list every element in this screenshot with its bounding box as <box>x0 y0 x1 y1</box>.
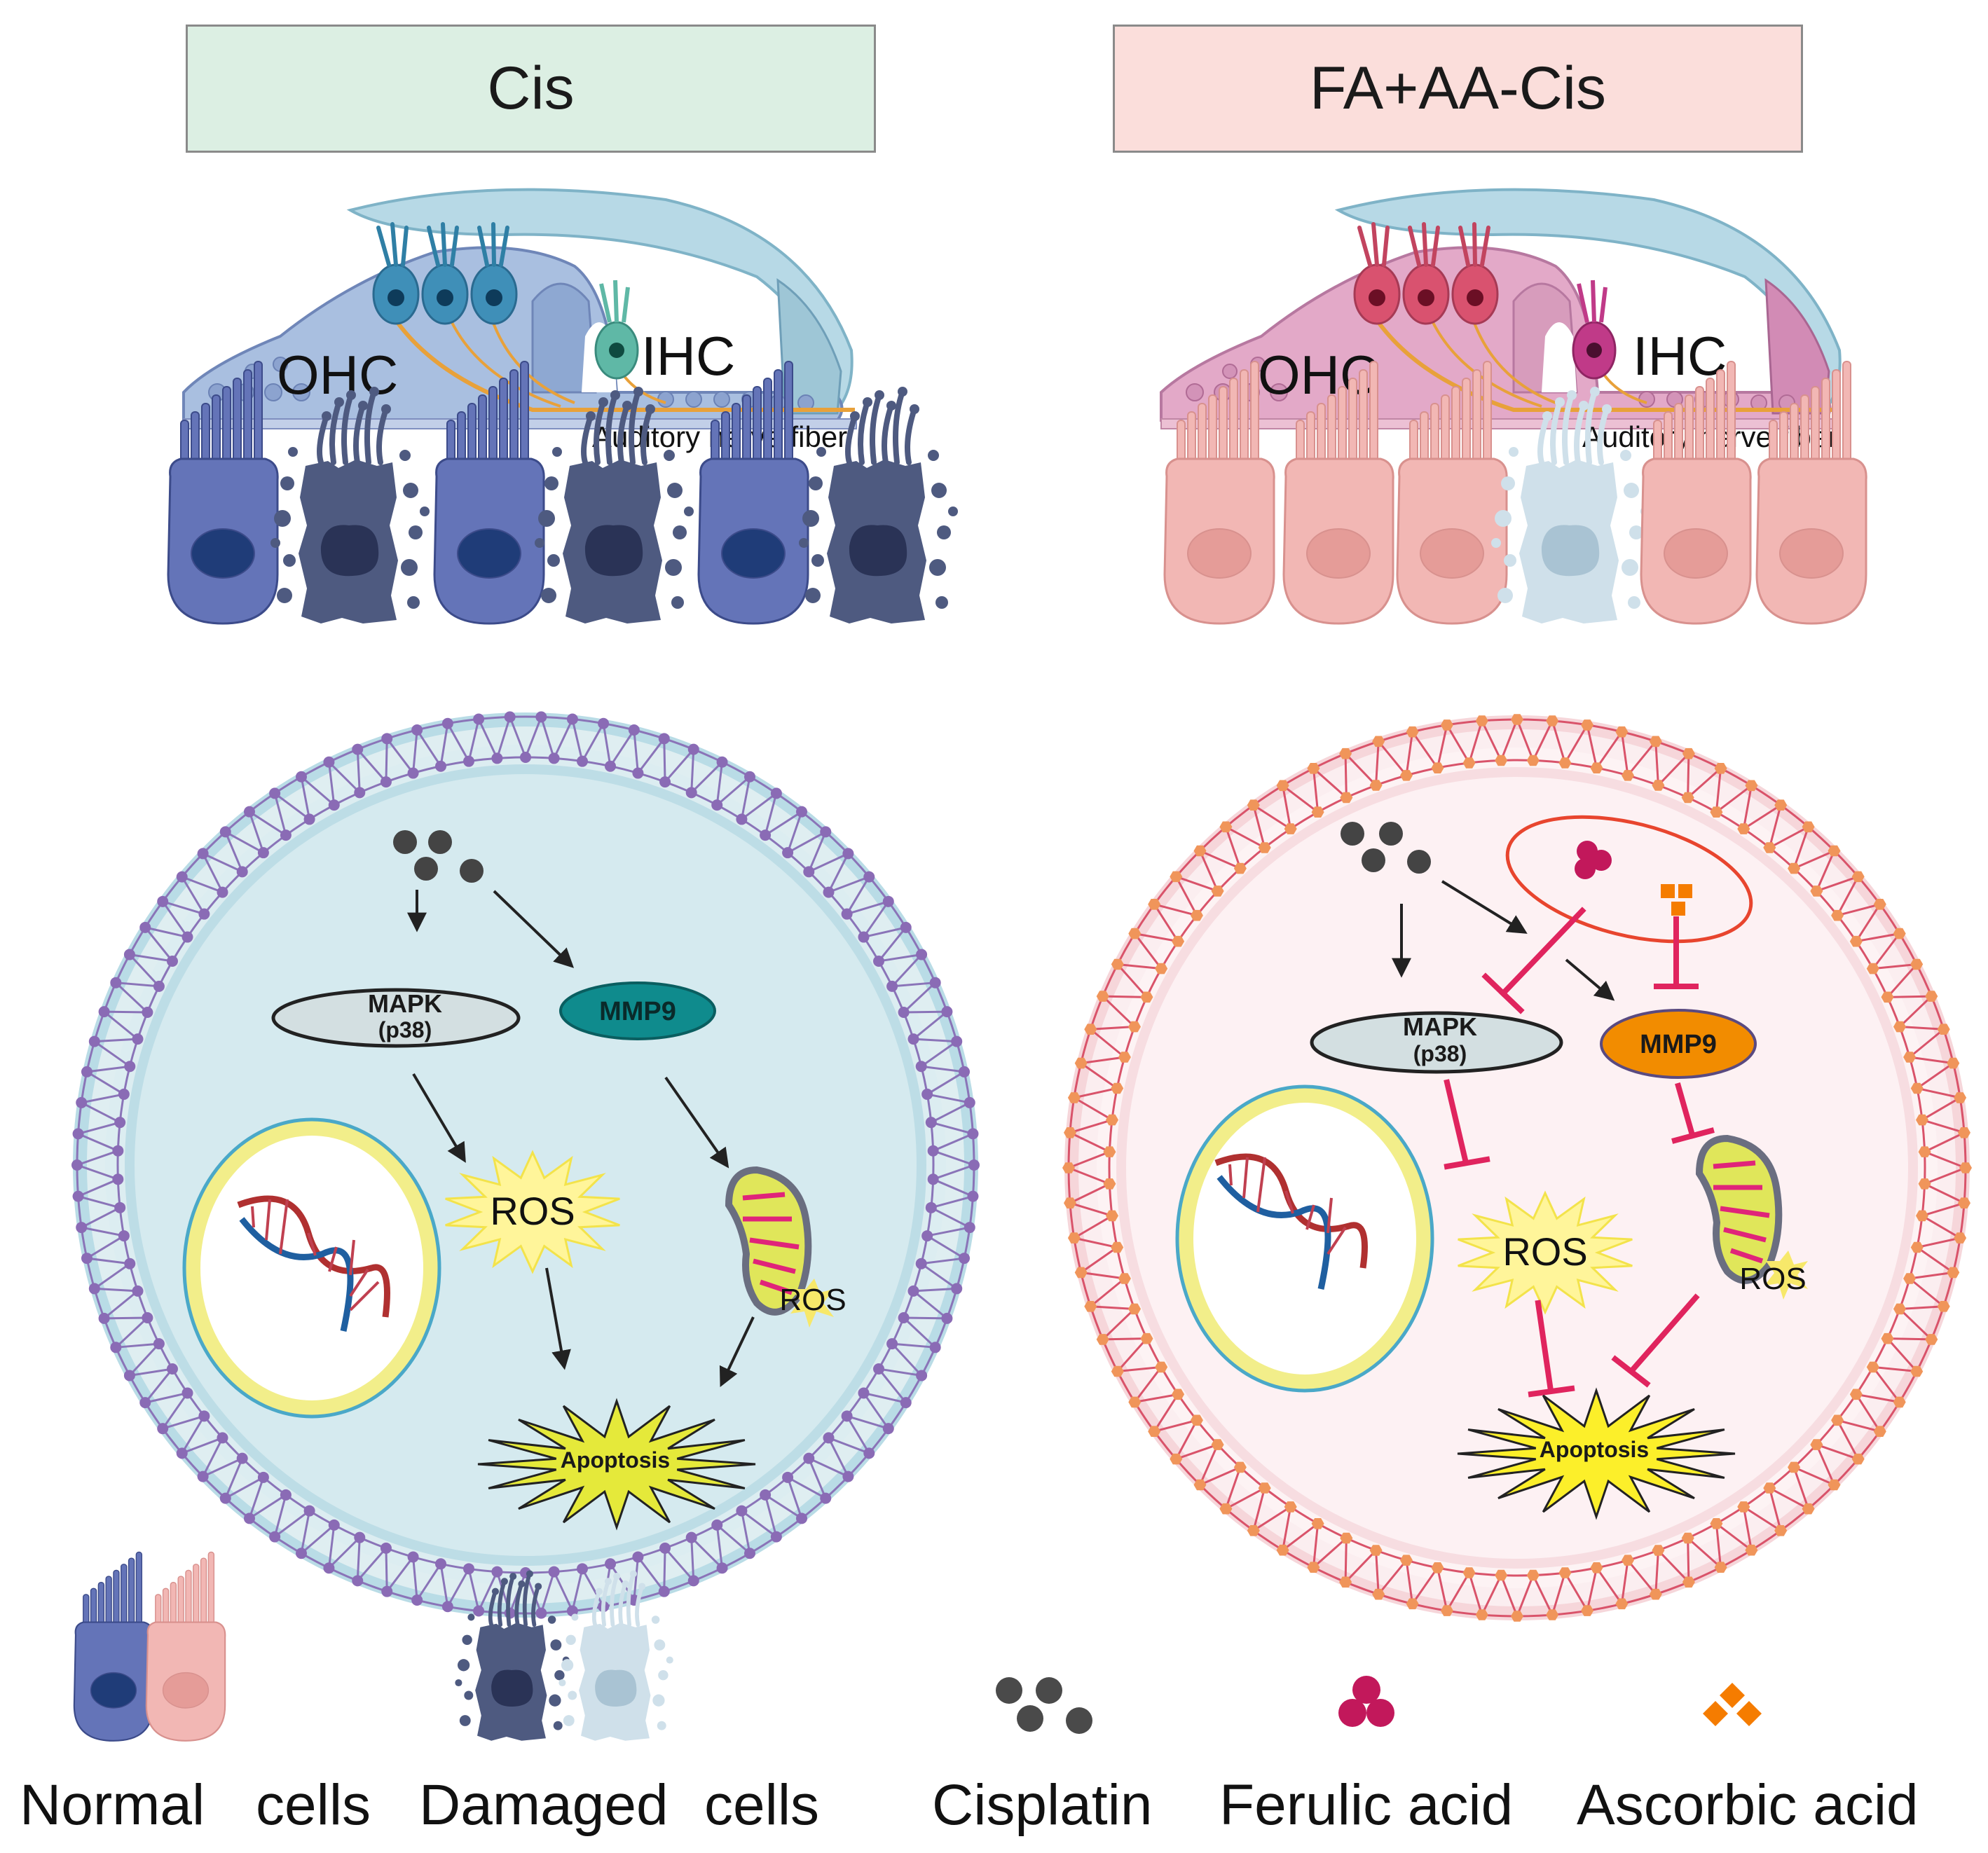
right-normal-cell <box>1640 361 1752 625</box>
right-mitochondrion-icon <box>1695 1134 1808 1300</box>
left-ros-mito-label: ROS <box>779 1283 846 1317</box>
legend-damaged-light-icon <box>558 1570 673 1741</box>
left-mmp9-label: MMP9 <box>599 997 676 1026</box>
left-normal-cell <box>167 361 279 625</box>
right-ros-label: ROS <box>1502 1229 1587 1274</box>
right-normal-cell <box>1163 361 1275 625</box>
left-normal-cell <box>433 361 545 625</box>
right-normal-cell <box>1396 361 1508 625</box>
left-mapk-label: MAPK <box>368 989 442 1018</box>
legend-ascorbic-label: Ascorbic acid <box>1577 1773 1919 1837</box>
right-ros-burst <box>1458 1190 1633 1315</box>
right-mapk-label: MAPK <box>1403 1012 1477 1041</box>
legend-icons <box>73 1551 1762 1742</box>
left-header: Cis <box>186 25 876 153</box>
left-ihc-label: IHC <box>641 325 735 387</box>
right-cisplatin-icon <box>1341 822 1431 874</box>
right-mmp9-node <box>1600 1009 1757 1079</box>
left-damaged-cell <box>799 387 958 624</box>
legend-cisplatin-icon <box>996 1677 1092 1734</box>
right-normal-cell <box>1755 361 1867 625</box>
left-nerve-label: Auditory nerve fiber <box>592 420 847 453</box>
legend-damaged-dark-icon <box>455 1570 570 1741</box>
legend-ascorbic-icon <box>1703 1683 1762 1726</box>
legend-normal-pink-icon <box>145 1551 226 1742</box>
right-drug-combo <box>1505 815 1753 944</box>
left-pathway: MAPK (p38) MMP9 ROS <box>182 830 846 1531</box>
right-ihc-label: IHC <box>1633 325 1727 387</box>
left-mapk-sub: (p38) <box>378 1017 432 1042</box>
legend-cisplatin-label: Cisplatin <box>932 1773 1153 1837</box>
left-cochlea: OHC IHC Auditory nerve fiber <box>182 188 857 453</box>
right-ascorbic-icon <box>1661 884 1692 916</box>
right-mmp9-label: MMP9 <box>1640 1030 1717 1059</box>
left-mitochondrion-icon <box>725 1166 834 1328</box>
legend-cells-label-2: cells <box>704 1773 820 1837</box>
right-mapk-node <box>1310 1011 1563 1074</box>
right-damaged-cell <box>1491 387 1650 624</box>
right-cochlea: OHC IHC Auditory nerve fiber <box>1160 188 1842 453</box>
right-hair-cell-row <box>1163 361 1867 625</box>
right-apoptosis-burst <box>1457 1387 1736 1520</box>
legend-damaged-label: Damaged <box>419 1773 669 1837</box>
right-mapk-sub: (p38) <box>1413 1041 1467 1066</box>
legend-normal-blue-icon <box>73 1551 154 1742</box>
right-apoptosis-label: Apoptosis <box>1540 1437 1649 1462</box>
left-ohc-label: OHC <box>277 344 398 406</box>
left-ros-burst <box>445 1150 620 1274</box>
legend-ferulic-label: Ferulic acid <box>1219 1773 1514 1837</box>
left-ros-label: ROS <box>490 1189 575 1233</box>
left-apoptosis-label: Apoptosis <box>561 1447 670 1473</box>
right-ros-mito-label: ROS <box>1739 1262 1806 1296</box>
left-apoptosis-burst <box>477 1398 756 1531</box>
left-dna-icon <box>237 1195 390 1332</box>
legend-cells-label-1: cells <box>256 1773 371 1837</box>
right-dna-icon <box>1214 1153 1368 1290</box>
left-normal-cell <box>697 361 809 625</box>
right-header: FA+AA-Cis <box>1113 25 1803 153</box>
legend-ferulic-icon <box>1338 1676 1394 1727</box>
left-damaged-cell <box>535 387 694 624</box>
right-normal-cell <box>1282 361 1394 625</box>
left-mapk-node <box>271 988 521 1048</box>
left-cisplatin-icon <box>393 830 484 883</box>
left-hair-cell-row <box>167 361 958 625</box>
right-ferulic-icon <box>1575 841 1612 879</box>
left-damaged-cell <box>270 387 430 624</box>
legend-normal-label: Normal <box>20 1773 205 1837</box>
left-mmp9-node <box>559 981 716 1040</box>
right-pathway: MAPK (p38) MMP9 <box>1175 815 1808 1520</box>
